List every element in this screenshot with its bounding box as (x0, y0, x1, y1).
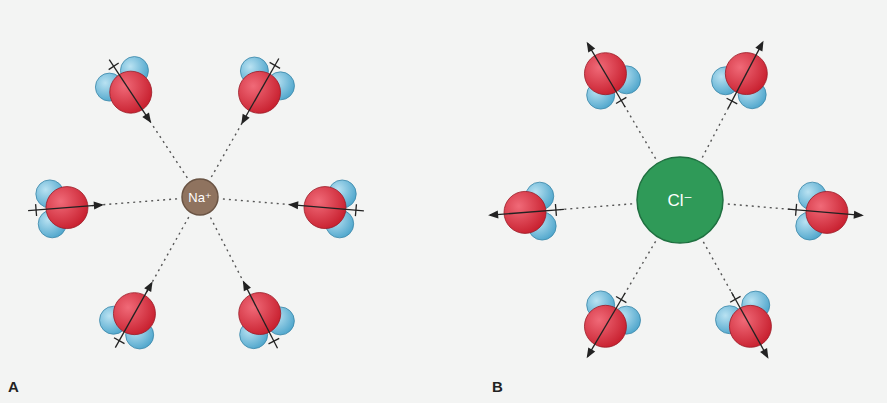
dipole-arrow (731, 292, 767, 357)
dipole-plus-mark (269, 338, 280, 343)
ion-symbol: Na⁺ (188, 190, 211, 205)
dipole-plus-mark (355, 204, 356, 216)
dipole-plus-mark (555, 204, 557, 216)
dipole-arrow (28, 205, 102, 211)
dipole-arrow (588, 44, 626, 108)
water-molecule (488, 182, 564, 240)
attraction-line (210, 217, 248, 291)
attraction-line (560, 204, 632, 210)
dipole-arrow (290, 205, 364, 211)
dipole-arrow (490, 209, 564, 215)
attraction-line (147, 217, 189, 292)
dipole-arrowhead (241, 114, 249, 125)
dipole-arrowhead (94, 201, 104, 209)
dipole-plus-mark (114, 338, 124, 344)
water-molecule (584, 42, 640, 109)
dipole-plus-mark (270, 62, 280, 68)
water-molecule (584, 291, 640, 358)
dipole-arrow (588, 293, 626, 357)
attraction-line (703, 242, 733, 296)
dipole-plus-mark (35, 204, 37, 216)
dipole-arrow (109, 60, 150, 122)
panel-letter: B (492, 378, 503, 395)
water-molecule (788, 182, 864, 240)
dipole-plus-mark (109, 63, 119, 70)
dipole-arrowhead (243, 281, 251, 292)
water-molecule (288, 180, 364, 238)
water-molecule (239, 57, 295, 124)
dipole-arrow (242, 58, 279, 122)
water-molecule (239, 281, 295, 349)
dipole-plus-mark (616, 297, 626, 303)
dipole-plus-mark (727, 98, 738, 104)
attraction-line (728, 204, 792, 209)
dipole-arrowhead (144, 281, 152, 292)
ion-circle: Cl⁻ (636, 156, 724, 244)
dipole-arrowhead (142, 112, 151, 123)
dipole-arrow (788, 209, 862, 215)
dipole-arrowhead (854, 211, 864, 219)
ion-sphere (182, 179, 218, 215)
ion-circle: Na⁺ (181, 178, 219, 216)
water-molecule (712, 41, 768, 109)
attraction-line (623, 104, 655, 159)
dipole-arrow (728, 43, 762, 109)
dipole-plus-mark (616, 97, 626, 103)
dipole-arrow (115, 283, 151, 348)
ion-sphere (637, 157, 723, 243)
water-molecule (28, 180, 104, 238)
water-molecule (95, 57, 151, 123)
dipole-arrowhead (488, 211, 498, 219)
dipole-plus-mark (730, 296, 740, 302)
panel-letter: A (8, 378, 19, 395)
attraction-line (623, 241, 655, 296)
water-molecule (716, 291, 772, 359)
dipole-arrowhead (587, 42, 596, 53)
ion-symbol: Cl⁻ (667, 190, 692, 211)
attraction-line (92, 199, 177, 206)
dipole-plus-mark (796, 204, 797, 216)
dipole-arrowhead (760, 348, 768, 359)
dipole-arrowhead (288, 201, 298, 209)
attraction-line (702, 105, 730, 158)
dipole-arrow (244, 282, 278, 348)
dipole-arrowhead (587, 348, 596, 359)
water-molecule (100, 281, 156, 349)
dipole-arrowhead (755, 41, 763, 52)
